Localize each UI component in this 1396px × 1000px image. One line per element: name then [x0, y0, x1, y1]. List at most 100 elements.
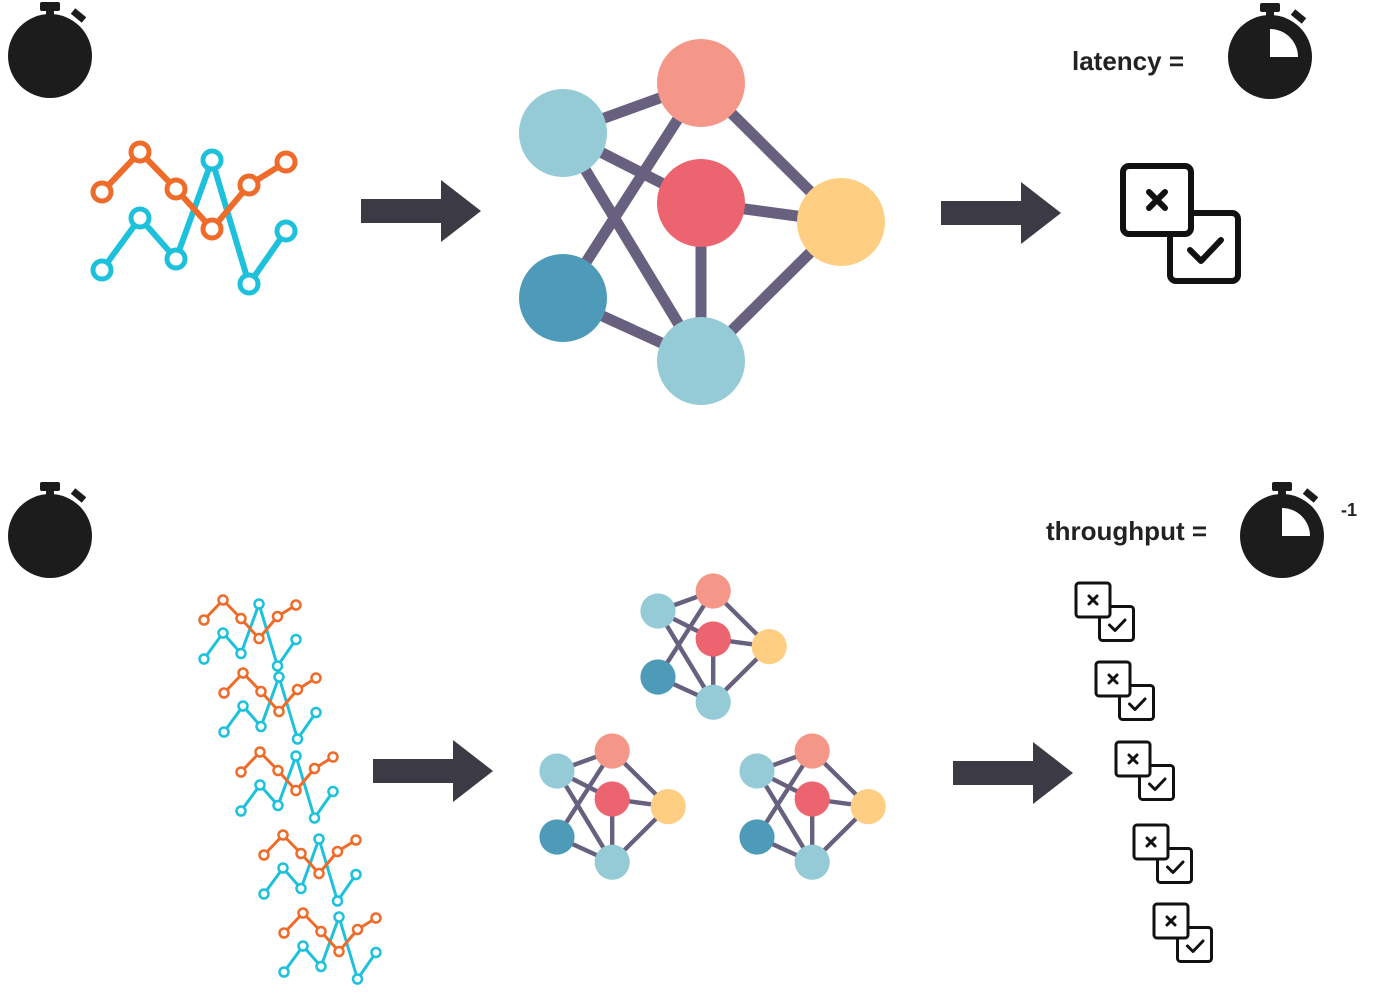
orange-series-point	[217, 594, 229, 606]
cyan-series-point	[273, 671, 285, 683]
check-mark	[1166, 860, 1185, 874]
orange-series-point	[90, 180, 114, 204]
x-mark	[1087, 594, 1099, 606]
network-edge	[656, 609, 716, 704]
check-mark	[1186, 939, 1205, 953]
orange-series-point	[370, 912, 382, 924]
stopwatch-button	[70, 488, 87, 503]
cyan-series-point	[237, 700, 249, 712]
cyan-series-point	[313, 833, 325, 845]
orange-series-point	[291, 683, 304, 696]
network-node	[650, 789, 686, 825]
cyan-series-point	[308, 812, 321, 824]
cyan-series-point	[274, 219, 298, 243]
cyan-series-point	[297, 940, 309, 952]
network-node	[739, 819, 775, 855]
cyan-series-point	[255, 720, 267, 733]
cyan-series-point	[200, 148, 224, 172]
network-node	[657, 317, 745, 405]
network-node	[539, 753, 575, 789]
network-node	[519, 254, 607, 342]
cyan-series-point	[164, 247, 188, 271]
orange-series-point	[308, 762, 321, 775]
x-mark	[1165, 915, 1177, 927]
line-chart-icon	[235, 746, 339, 824]
orange-series-point	[290, 599, 302, 611]
stopwatch-icon	[8, 2, 92, 98]
x-check-boxes-icon	[1094, 660, 1155, 721]
stopwatch-stem	[1266, 10, 1274, 18]
x-check-boxes-icon	[1120, 163, 1241, 284]
network-node	[519, 89, 607, 177]
cyan-series	[278, 911, 382, 985]
cyan-series-point	[235, 805, 247, 817]
cyan-series-point	[217, 627, 229, 639]
network-node	[640, 659, 676, 695]
cyan-series-point	[237, 272, 261, 296]
x-mark	[1127, 753, 1139, 765]
cyan-series-point	[271, 660, 284, 672]
orange-series-point	[351, 923, 364, 936]
cyan-series-point	[128, 206, 152, 230]
cyan-series-point	[315, 960, 327, 973]
throughput-exponent-label: -1	[1341, 500, 1358, 520]
x-check-boxes-icon	[1132, 823, 1193, 884]
network-node	[739, 753, 775, 789]
arrow-head	[441, 180, 481, 242]
orange-series	[278, 907, 382, 958]
stopwatch-crown	[1260, 3, 1280, 12]
cyan-series-point	[350, 868, 362, 881]
neural-network-icon	[539, 733, 686, 880]
cyan-series	[218, 671, 322, 745]
orange-series	[198, 594, 302, 645]
orange-series-point	[128, 140, 152, 164]
check-mark	[1148, 777, 1167, 791]
network-node	[594, 733, 630, 769]
cyan-series-point	[278, 966, 290, 978]
orange-series-point	[327, 751, 339, 763]
cyan-series-point	[277, 862, 289, 874]
line-chart-icon	[258, 829, 362, 907]
line-chart-icon	[278, 907, 382, 985]
stopwatch-button	[1302, 488, 1319, 503]
orange-series-point	[235, 612, 247, 625]
cyan-series-point	[333, 911, 345, 923]
right-arrow-icon	[373, 740, 493, 802]
orange-series-point	[198, 614, 210, 626]
network-edge	[555, 769, 615, 864]
orange-series-point	[258, 849, 270, 861]
orange-series-point	[218, 687, 230, 699]
orange-series-point	[333, 945, 345, 958]
orange-series	[218, 667, 322, 718]
cyan-series-point	[198, 653, 210, 665]
orange-series	[90, 140, 298, 241]
orange-series-point	[315, 925, 327, 938]
orange-series-point	[310, 672, 322, 684]
cyan-series-point	[290, 633, 302, 646]
cyan-series-point	[295, 882, 307, 895]
neural-network-icon	[519, 39, 885, 405]
network-node	[594, 781, 630, 817]
arrow-shaft	[941, 201, 1023, 225]
orange-series-point	[273, 705, 285, 718]
network-node	[695, 573, 731, 609]
orange-series-point	[290, 784, 302, 797]
orange-series-point	[254, 746, 266, 758]
stopwatch-icon	[8, 482, 92, 578]
orange-series-point	[235, 766, 247, 778]
network-node	[797, 178, 885, 266]
stopwatch-face	[8, 494, 92, 578]
orange-series-point	[350, 834, 362, 846]
arrow-shaft	[361, 199, 443, 223]
orange-series-point	[278, 927, 290, 939]
stopwatch-elapsed-quarter	[1282, 508, 1310, 536]
right-arrow-icon	[953, 742, 1073, 804]
throughput-equation-label: throughput =	[1046, 516, 1208, 546]
x-check-boxes-icon	[1074, 581, 1135, 642]
orange-series-point	[200, 217, 224, 241]
arrow-shaft	[373, 759, 455, 783]
network-node	[657, 159, 745, 247]
check-mark	[1128, 697, 1147, 711]
x-mark	[1107, 673, 1119, 685]
right-arrow-icon	[941, 182, 1061, 244]
